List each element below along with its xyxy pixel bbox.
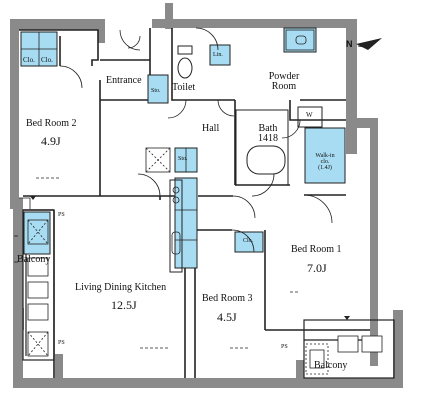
- bath-fixtures: [235, 106, 323, 186]
- toilet-fixture: [177, 45, 193, 79]
- room-label-walk-in-clo: Walk-in clo. (1.4J): [315, 153, 335, 171]
- hall-storage: [145, 147, 171, 173]
- room-label-balcony-left: Balcony: [17, 254, 51, 265]
- storage-label-entrance: Sto.: [151, 88, 161, 94]
- room-label-balcony-bottom: Balcony: [314, 360, 348, 371]
- door-swings: [59, 27, 333, 253]
- powder-sink: [285, 29, 315, 51]
- ac-units: [27, 257, 383, 375]
- closet-doors: [21, 32, 197, 241]
- room-label-powder-room: Powder Room: [268, 71, 300, 92]
- kitchen-counter: [169, 179, 183, 273]
- room-size-bed-room-3: 4.5J: [217, 310, 237, 324]
- room-size-ldk: 12.5J: [111, 298, 137, 312]
- room-label-ldk: Living Dining Kitchen: [75, 282, 167, 293]
- room-size-bed-room-1: 7.0J: [307, 261, 327, 275]
- bottom-balcony-outline: [303, 319, 395, 379]
- linen-label: Lin.: [213, 52, 223, 58]
- storage-label-hall: Sto.: [178, 156, 188, 162]
- room-label-bed-room-1: Bed Room 1: [291, 244, 342, 255]
- ps-label-1: PS: [58, 212, 65, 218]
- washer-label: W: [306, 111, 313, 119]
- ps-label-3: PS: [281, 344, 288, 350]
- room-label-entrance: Entrance: [106, 75, 142, 86]
- closet-label-2: Clo.: [41, 56, 53, 64]
- room-label-toilet: Toilet: [172, 82, 196, 93]
- room-label-bath: Bath 1418: [258, 123, 278, 144]
- entry-markers: [30, 196, 350, 320]
- sliding-doors: [36, 177, 300, 349]
- ps-label-2: PS: [58, 340, 65, 346]
- room-label-bed-room-2: Bed Room 2: [26, 118, 77, 129]
- closets: [20, 27, 346, 269]
- compass-icon: [356, 38, 382, 50]
- closet-label-1: Clo.: [23, 56, 35, 64]
- left-balcony-boxes: [27, 219, 49, 357]
- room-label-bed-room-3: Bed Room 3: [202, 293, 253, 304]
- inset-marks: [14, 197, 31, 263]
- room-size-bed-room-2: 4.9J: [41, 134, 61, 148]
- closet-label-bed-room-3: Clo.: [243, 238, 254, 244]
- compass-north-label: N: [346, 39, 353, 49]
- room-label-hall: Hall: [202, 123, 220, 134]
- outer-walls: [10, 3, 403, 388]
